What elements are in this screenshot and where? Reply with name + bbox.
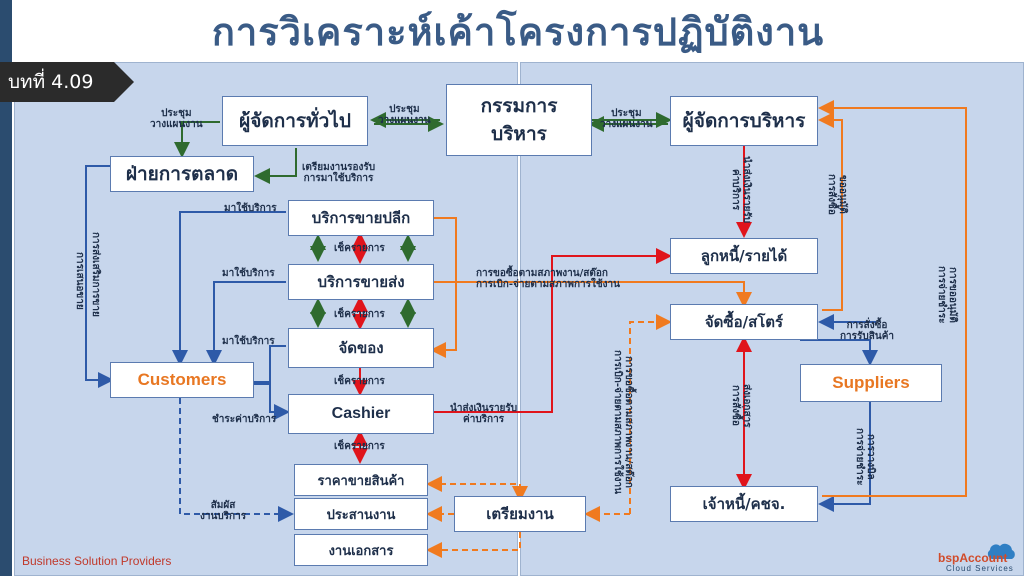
cloud-icon bbox=[987, 543, 1015, 559]
title-bar bbox=[0, 0, 1024, 62]
creditors-box: เจ้าหนี้/คชจ. bbox=[670, 486, 818, 522]
label-send-money: นำส่งเงินรายรับ ค่าบริการ bbox=[450, 403, 518, 425]
label-come-use-wholesale: มาใช้บริการ bbox=[222, 268, 275, 279]
label-request-stock: การขอซื้อตามสภาพงาน/สต๊อก การเบิก-จ่ายตา… bbox=[476, 268, 620, 290]
logo-subtitle: Cloud Services bbox=[946, 564, 1014, 573]
customers-box: Customers bbox=[110, 362, 254, 398]
label-check-items-4: เช็ครายการ bbox=[334, 441, 385, 452]
label-send-docs-purchase: ส่งเอกสาร การสั่งซื้อ bbox=[730, 384, 752, 428]
coordination-box: ประสานงาน bbox=[294, 498, 428, 530]
label-contact-service: สัมผัส งานบริการ bbox=[200, 500, 247, 522]
footer-company: Business Solution Providers bbox=[22, 554, 172, 568]
purchasing-store-box: จัดซื้อ/สโตร์ bbox=[670, 304, 818, 340]
retail-service-box: บริการขายปลีก bbox=[288, 200, 434, 236]
label-sales-offer: การเสนอขาย bbox=[74, 252, 85, 310]
label-request-stock-vertical: การขอซื้อตามสภาพงาน/สต๊อก การเบิก-จ่ายตา… bbox=[612, 350, 634, 494]
page-title: การวิเคราะห์เค้าโครงการปฏิบัติงาน bbox=[211, 10, 825, 54]
label-check-items-3: เช็ครายการ bbox=[334, 376, 385, 387]
label-approve-payment: การขออนุมัติ การจ่ายชำระ bbox=[936, 266, 958, 324]
label-send-income-service: นำส่งเงินรายรับ ค่าบริการ bbox=[730, 156, 752, 224]
label-meeting-plan-center: ประชุม วางแผนงาน bbox=[378, 104, 431, 126]
suppliers-box: Suppliers bbox=[800, 364, 942, 402]
label-check-items-2: เช็ครายการ bbox=[334, 309, 385, 320]
debtors-income-box: ลูกหนี้/รายได้ bbox=[670, 238, 818, 274]
label-billing-payment: การวางบิล การจ่ายชำระ bbox=[854, 428, 876, 486]
documents-box: งานเอกสาร bbox=[294, 534, 428, 566]
left-accent-strip bbox=[0, 0, 12, 576]
packing-box: จัดของ bbox=[288, 328, 434, 368]
label-come-use-retail: มาใช้บริการ bbox=[224, 203, 277, 214]
wholesale-service-box: บริการขายส่ง bbox=[288, 264, 434, 300]
label-come-use-packing: มาใช้บริการ bbox=[222, 336, 275, 347]
label-prepare-support: เตรียมงานรองรับ การมาใช้บริการ bbox=[302, 162, 376, 184]
label-pay-service: ชำระค่าบริการ bbox=[212, 414, 277, 425]
label-check-items-1: เช็ครายการ bbox=[334, 243, 385, 254]
general-manager-box: ผู้จัดการทั่วไป bbox=[222, 96, 368, 146]
logo-name: bspAccount bbox=[938, 551, 1008, 565]
product-price-box: ราคาขายสินค้า bbox=[294, 464, 428, 496]
executive-committee-box: กรรมการ บริหาร bbox=[446, 84, 592, 156]
label-meeting-plan-left: ประชุม วางแผนงาน bbox=[150, 108, 203, 130]
chapter-badge-shape bbox=[0, 62, 134, 102]
label-meeting-plan-right: ประชุม วางแผนงาน bbox=[600, 108, 653, 130]
cashier-box: Cashier bbox=[288, 394, 434, 434]
executive-manager-box: ผู้จัดการบริหาร bbox=[670, 96, 818, 146]
preparation-box: เตรียมงาน bbox=[454, 496, 586, 532]
marketing-box: ฝ่ายการตลาด bbox=[110, 156, 254, 192]
label-approve-purchase: ขออนุมัติ การสั่งซื้อ bbox=[826, 174, 848, 215]
chapter-badge: บทที่ 4.09 bbox=[8, 71, 94, 93]
label-sales-promo: การส่งเสริมการขาย bbox=[90, 232, 101, 317]
label-order-receive: การสั่งซื้อ การรับสินค้า bbox=[840, 320, 895, 342]
